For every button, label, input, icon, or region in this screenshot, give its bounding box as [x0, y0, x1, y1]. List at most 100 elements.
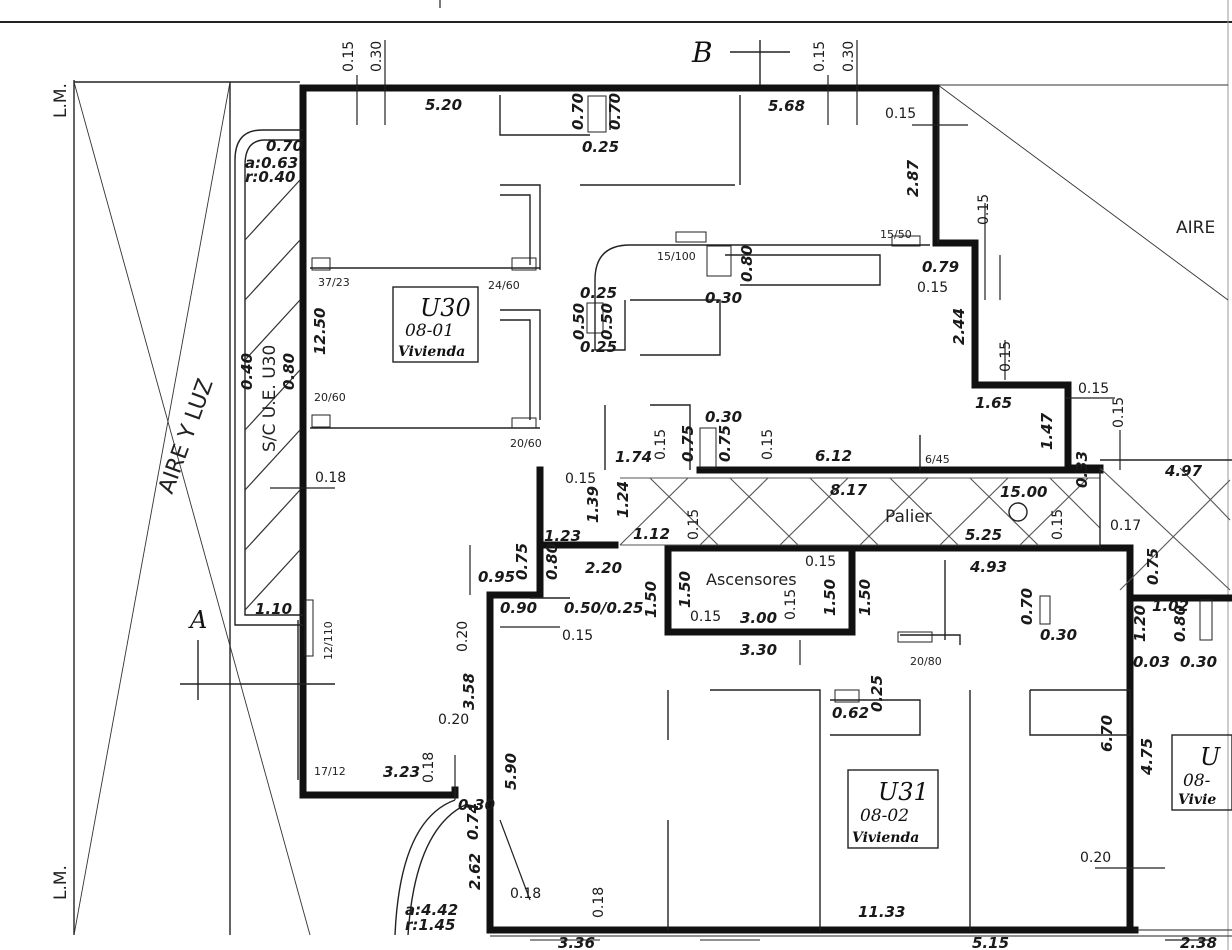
dim-label: 0.15	[1050, 509, 1066, 540]
dim-label: 0.33	[1073, 451, 1091, 488]
dim-label: 5.15	[972, 934, 1009, 950]
aire-y-luz-label: AIRE Y LUZ	[154, 376, 219, 497]
dim-label: 0.25	[580, 338, 617, 356]
dim-label: 0.30	[705, 289, 742, 307]
dim-label: 0.30	[369, 41, 385, 72]
dim-label: 0.62	[832, 704, 869, 722]
dim-label: 0.15	[917, 280, 948, 296]
dim-label: 3.00	[740, 609, 777, 627]
dim-label: 0.74	[464, 803, 482, 840]
unit-use: Vivienda	[398, 344, 465, 360]
interior-partitions	[310, 95, 939, 470]
dim-label: 0.18	[315, 470, 346, 486]
dim-label: 2.87	[904, 159, 922, 197]
aire-label-right: AIRE	[1176, 218, 1215, 238]
dim-label: 0.18	[421, 752, 437, 783]
dim-label: 0.75	[1144, 548, 1162, 585]
opening-labels: 37/23 24/60 20/60 20/60 15/100 15/50 6/4…	[314, 228, 950, 778]
dim-label: 0.30	[841, 41, 857, 72]
dim-label: 2.38	[1180, 934, 1217, 950]
dim-label: 0.70	[1018, 588, 1036, 625]
dim-label: 1.50	[642, 581, 660, 618]
palier-hatch	[619, 459, 1232, 591]
dim-label: 3.36	[558, 934, 595, 950]
opening-label: 20/60	[510, 437, 542, 450]
dim-label: 1.74	[615, 448, 652, 466]
dim-label: 0.79	[922, 258, 959, 276]
dim-label: 0.15	[976, 194, 992, 225]
dim-label: 3.30	[740, 641, 777, 659]
unit-label-u31: U31 08-02 Vivienda	[847, 769, 939, 849]
lot-lines	[73, 80, 1229, 936]
dim-label: 0.70	[266, 137, 303, 155]
dim-label: 1.23	[544, 527, 581, 545]
dim-label: 0.30	[1040, 626, 1077, 644]
opening-label: 20/80	[910, 655, 942, 668]
palier-label: Palier	[885, 507, 932, 527]
dim-label: 0.30	[458, 796, 495, 814]
dim-label: 15.00	[1000, 483, 1047, 501]
dim-label: 0.15	[1078, 381, 1109, 397]
sc-ue-label: S/C U.E. U30	[260, 345, 280, 452]
dim-label: 0.15	[565, 471, 596, 487]
dim-label: 0.15	[998, 341, 1014, 372]
dim-label: 1.12	[633, 525, 670, 543]
dim-label: 4.75	[1138, 738, 1156, 776]
dim-label: 0.15	[783, 589, 799, 620]
dim-label: 1.65	[975, 394, 1012, 412]
unit-use: Vivienda	[852, 830, 919, 846]
dim-label: 0.03	[1133, 653, 1170, 671]
dim-label: 0.80	[280, 353, 298, 390]
unit-number: 08-	[1183, 771, 1211, 791]
dim-label: 0.17	[1110, 518, 1141, 534]
dim-label: 0.75	[679, 425, 697, 462]
dim-label: 0.30	[1180, 653, 1217, 671]
dim-label: 0.40	[238, 353, 256, 390]
dimension-ticks	[270, 40, 1210, 941]
dim-label: 8.17	[830, 481, 868, 499]
dim-label: 1.20	[1131, 605, 1149, 642]
dim-label: 0.50/0.25	[564, 599, 644, 617]
lot-line-label-top: L.M.	[51, 83, 71, 118]
dim-label: r:0.40	[245, 168, 295, 186]
lot-line-label-bottom: L.M.	[51, 865, 71, 900]
dim-label: 0.70	[569, 93, 587, 130]
dim-label: 3.23	[383, 763, 420, 781]
dim-label: 1.10	[255, 600, 292, 618]
dim-label: 0.25	[580, 284, 617, 302]
dim-label: 2.20	[585, 559, 622, 577]
unit-code: U31	[878, 778, 929, 806]
dim-label: 0.15	[653, 429, 669, 460]
dim-label: 11.33	[858, 903, 905, 921]
unit-label-right: U 08- Vivie	[1171, 734, 1232, 811]
dim-label: 0.80	[738, 245, 756, 282]
dim-label: 0.50	[570, 303, 588, 340]
bottom-windows	[490, 929, 1232, 941]
opening-label: 37/23	[318, 276, 350, 289]
dim-label: 0.80	[543, 543, 561, 580]
balcony-strip	[234, 129, 303, 626]
dim-label: 5.68	[768, 97, 805, 115]
dim-label: 0.20	[438, 712, 469, 728]
opening-label: 15/100	[657, 250, 696, 263]
dim-label: 6.12	[815, 447, 852, 465]
dim-label: 0.50	[598, 303, 616, 340]
unit-label-u30: U30 08-01 Vivienda	[392, 286, 479, 363]
dim-label: 0.80	[1171, 605, 1189, 642]
unit-number: 08-02	[860, 806, 909, 826]
dim-label: a:0.63	[245, 154, 298, 172]
dim-label: 4.97	[1164, 462, 1203, 480]
dim-label: 0.75	[513, 543, 531, 580]
dim-label: 4.93	[969, 558, 1007, 576]
dim-label: 0.20	[455, 621, 471, 652]
dim-label: 2.44	[950, 308, 968, 345]
dim-label: 0.15	[812, 41, 828, 72]
section-marker-a: A	[188, 606, 207, 634]
dim-label: 2.62	[466, 853, 484, 890]
opening-label: 6/45	[925, 453, 950, 466]
dim-label: 0.15	[805, 554, 836, 570]
dim-label: 1.39	[584, 486, 602, 523]
dim-label: 1.24	[614, 481, 632, 518]
